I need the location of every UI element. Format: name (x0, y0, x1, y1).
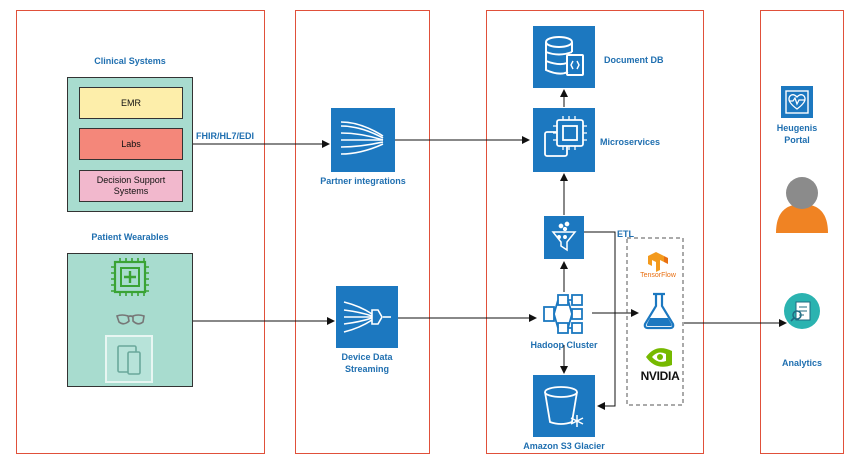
emr-card: EMR (79, 87, 183, 119)
ml-frameworks-box (626, 237, 684, 406)
partner-integrations-icon (331, 108, 395, 172)
microservices-label: Microservices (600, 137, 661, 147)
partner-integrations-label: Partner integrations (320, 176, 406, 186)
hadoop-cluster-icon (543, 294, 583, 334)
hadoop-cluster-label: Hadoop Cluster (530, 340, 598, 350)
nvidia-label: NVIDIA (640, 369, 680, 383)
lane-integration (295, 10, 430, 454)
tensorflow-label: TensorFlow (640, 272, 676, 279)
edge-etl-s3 (582, 231, 616, 410)
clinical-systems-heading: Clinical Systems (94, 56, 166, 66)
dss-card: Decision Support Systems (79, 170, 183, 202)
labs-card: Labs (79, 128, 183, 160)
glasses-icon (116, 314, 145, 325)
etl-label: ETL (617, 229, 634, 239)
fhir-label: FHIR/HL7/EDI (196, 131, 255, 141)
s3-glacier-label: Amazon S3 Glacier (523, 441, 605, 451)
devices-icon (105, 335, 153, 383)
nvidia-icon (640, 345, 676, 369)
analytics-icon (784, 293, 820, 329)
document-db-icon (533, 26, 595, 88)
device-streaming-label: Device Data Streaming (341, 352, 393, 374)
flask-icon (643, 292, 675, 330)
user-avatar-icon (776, 177, 828, 233)
etl-icon (544, 216, 584, 259)
microservices-icon (533, 108, 595, 172)
patient-wearables-heading: Patient Wearables (91, 232, 169, 242)
tensorflow-icon (648, 252, 668, 272)
heugenis-portal-icon (781, 86, 813, 118)
s3-glacier-icon (533, 375, 595, 437)
document-db-label: Document DB (604, 55, 664, 65)
wearable-chip-icon (111, 258, 149, 296)
device-streaming-icon (336, 286, 398, 348)
analytics-label: Analytics (781, 358, 823, 368)
heugenis-portal-label: Heugenis Portal (776, 123, 818, 145)
